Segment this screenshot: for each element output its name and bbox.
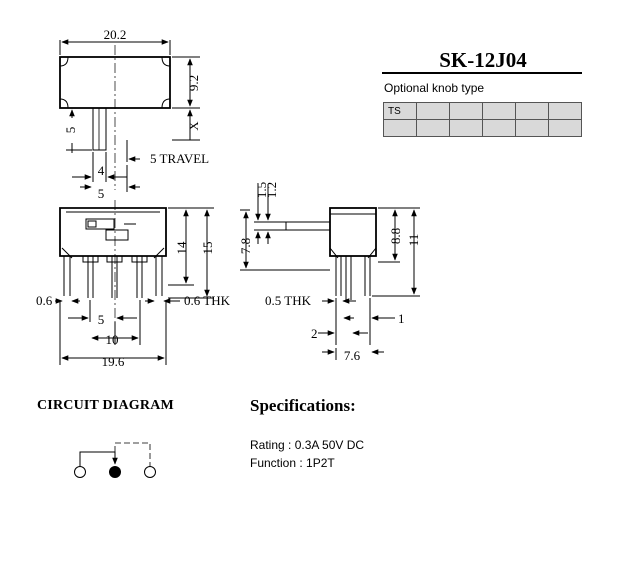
table-cell [449, 119, 483, 137]
table-cell: TS [383, 102, 417, 120]
dim-stem-width: 4 [98, 163, 105, 178]
dim-side-7-8: 7.8 [238, 238, 253, 254]
top-view: 20.2 9.2 X 5 5 TRAVEL 4 5 [59, 27, 209, 201]
table-row: TS [383, 102, 582, 120]
dim-travel-value: 5 [98, 186, 105, 201]
table-cell [416, 102, 450, 120]
table-cell [383, 119, 417, 137]
terminal-common [109, 466, 121, 478]
title-underline [382, 72, 582, 74]
dim-side-8-8: 8.8 [388, 228, 403, 244]
dim-pin-pitch: 5 [98, 312, 105, 327]
dim-right-thk: 0.6 THK [184, 293, 231, 308]
specifications-title: Specifications: [250, 396, 356, 415]
table-cell [416, 119, 450, 137]
side-body-outline [329, 207, 377, 257]
dim-x-label: X [186, 121, 201, 131]
knob-type-table: TS [383, 102, 582, 137]
spec-function: Function : 1P2T [250, 456, 335, 470]
side-view: 1.5 1.2 7.8 8.8 11 0.5 THK 1 2 7.6 [238, 182, 421, 363]
table-cell [548, 102, 582, 120]
circuit-diagram [74, 442, 156, 478]
switch-position-solid [79, 451, 118, 466]
dim-travel: 5 TRAVEL [150, 151, 209, 166]
table-cell [482, 119, 516, 137]
dim-side-1-5: 1.5 [254, 182, 269, 198]
switch-position-dashed [114, 442, 151, 466]
dim-front-height-15: 15 [200, 242, 215, 255]
model-title: SK-12J04 [439, 48, 527, 72]
table-cell [515, 102, 549, 120]
dim-side-2: 2 [311, 326, 318, 341]
knob-type-label: Optional knob type [384, 81, 485, 95]
table-cell [482, 102, 516, 120]
side-actuator [285, 221, 331, 231]
dim-pin-span: 10 [106, 332, 119, 347]
table-cell [449, 102, 483, 120]
circuit-diagram-title: CIRCUIT DIAGRAM [37, 398, 174, 413]
table-row [383, 119, 582, 137]
terminal-left [74, 466, 86, 478]
dim-stem-height: 5 [63, 127, 78, 134]
dim-side-1: 1 [398, 311, 405, 326]
front-body-outline [59, 207, 167, 257]
front-view: 14 15 0.6 0.6 THK 5 10 19.6 [36, 200, 231, 369]
dim-left-thk: 0.6 [36, 293, 53, 308]
dim-side-7-6: 7.6 [344, 348, 361, 363]
table-cell [548, 119, 582, 137]
dim-side-thk: 0.5 THK [265, 293, 312, 308]
actuator-stem [92, 107, 107, 151]
dim-side-11: 11 [406, 234, 421, 247]
dim-top-height: 9.2 [186, 75, 201, 91]
dim-front-width: 19.6 [102, 354, 125, 369]
terminal-right [144, 466, 156, 478]
dim-top-width: 20.2 [104, 27, 127, 42]
dim-front-height-14: 14 [174, 241, 189, 255]
dim-side-1-2: 1.2 [264, 182, 279, 198]
table-cell [515, 119, 549, 137]
spec-rating: Rating : 0.3A 50V DC [250, 438, 365, 452]
